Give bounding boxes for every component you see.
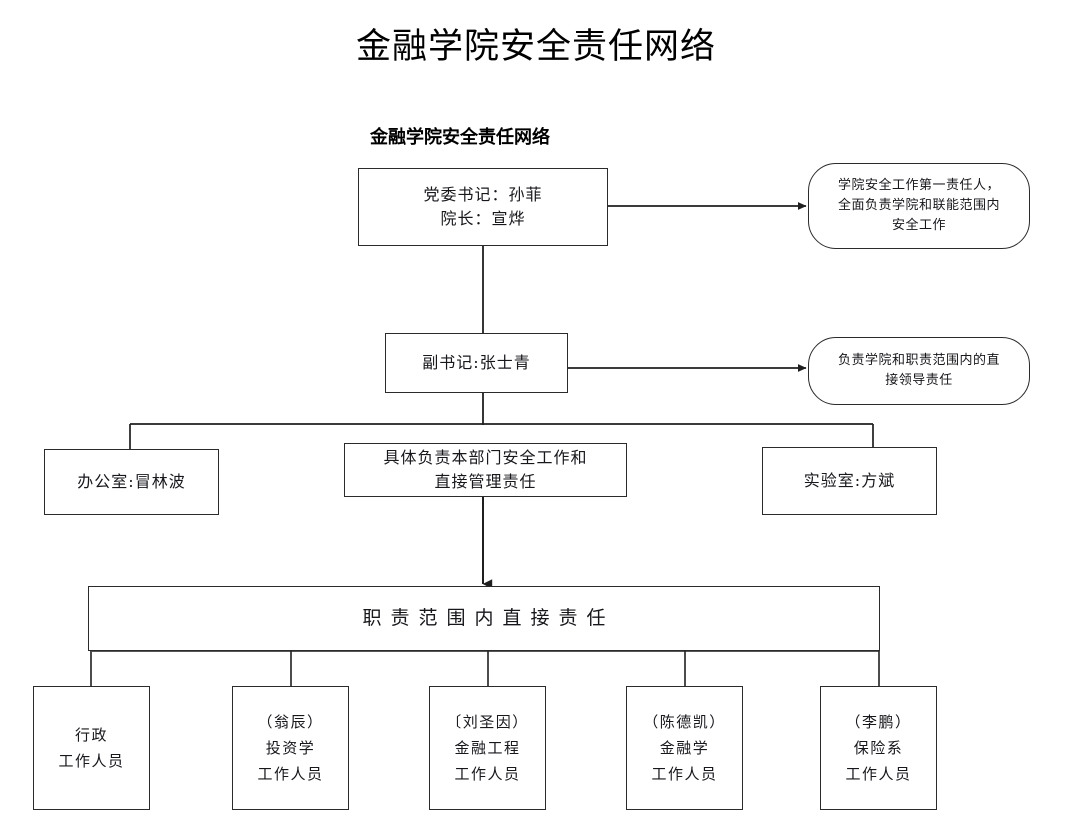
node-deputy-secretary[interactable]: 副书记:张士青: [385, 333, 568, 393]
node-party-secretary-dean[interactable]: 党委书记：孙菲 院长：宣烨: [358, 168, 608, 246]
node-line: 行政: [74, 725, 108, 744]
note-first-responsible-person[interactable]: 学院安全工作第一责任人， 全面负责学院和联能范围内 安全工作: [808, 163, 1030, 249]
node-line: 职责范围内直接责任: [362, 607, 615, 630]
node-line: 工作人员: [257, 765, 324, 784]
node-line: （陈德凯）: [643, 712, 726, 731]
node-line: 工作人员: [845, 765, 912, 784]
node-staff-finance[interactable]: （陈德凯） 金融学 工作人员: [626, 686, 743, 810]
note-line: 负责学院和职责范围内的直: [837, 352, 1000, 368]
node-line: （李鹏）: [845, 712, 912, 731]
node-scope-direct-responsibility[interactable]: 职责范围内直接责任: [88, 586, 880, 651]
node-line: 工作人员: [651, 765, 718, 784]
node-line: 工作人员: [454, 765, 521, 784]
node-department-duty[interactable]: 具体负责本部门安全工作和 直接管理责任: [344, 443, 627, 497]
node-staff-investment[interactable]: （翁辰） 投资学 工作人员: [232, 686, 349, 810]
node-line: 投资学: [265, 738, 316, 757]
note-direct-leadership-duty[interactable]: 负责学院和职责范围内的直 接领导责任: [808, 337, 1030, 405]
node-line: 院长：宣烨: [440, 209, 526, 228]
node-line: 〔刘圣因）: [446, 712, 529, 731]
node-line: 直接管理责任: [434, 472, 537, 491]
node-line: 副书记:张士青: [422, 353, 531, 372]
node-line: 具体负责本部门安全工作和: [383, 448, 588, 467]
node-line: 工作人员: [58, 752, 125, 770]
node-line: 保险系: [853, 738, 904, 757]
note-line: 学院安全工作第一责任人，: [837, 177, 1000, 193]
note-line: 安全工作: [891, 218, 946, 234]
node-line: 金融学: [659, 738, 710, 757]
note-line: 接领导责任: [885, 373, 953, 388]
node-staff-administration[interactable]: 行政 工作人员: [33, 686, 150, 810]
note-line: 全面负责学院和联能范围内: [837, 197, 1000, 213]
node-line: 办公室:冒林波: [77, 472, 186, 491]
node-staff-insurance[interactable]: （李鹏） 保险系 工作人员: [820, 686, 937, 810]
node-line: 实验室:方斌: [803, 471, 896, 490]
chart-heading: 金融学院安全责任网络: [370, 127, 550, 148]
page-title: 金融学院安全责任网络: [355, 27, 716, 67]
node-line: （翁辰）: [257, 712, 324, 731]
node-office[interactable]: 办公室:冒林波: [44, 449, 219, 515]
node-laboratory[interactable]: 实验室:方斌: [762, 447, 937, 515]
node-line: 金融工程: [454, 738, 521, 757]
node-line: 党委书记：孙菲: [423, 185, 543, 204]
node-staff-financial-engineering[interactable]: 〔刘圣因） 金融工程 工作人员: [429, 686, 546, 810]
